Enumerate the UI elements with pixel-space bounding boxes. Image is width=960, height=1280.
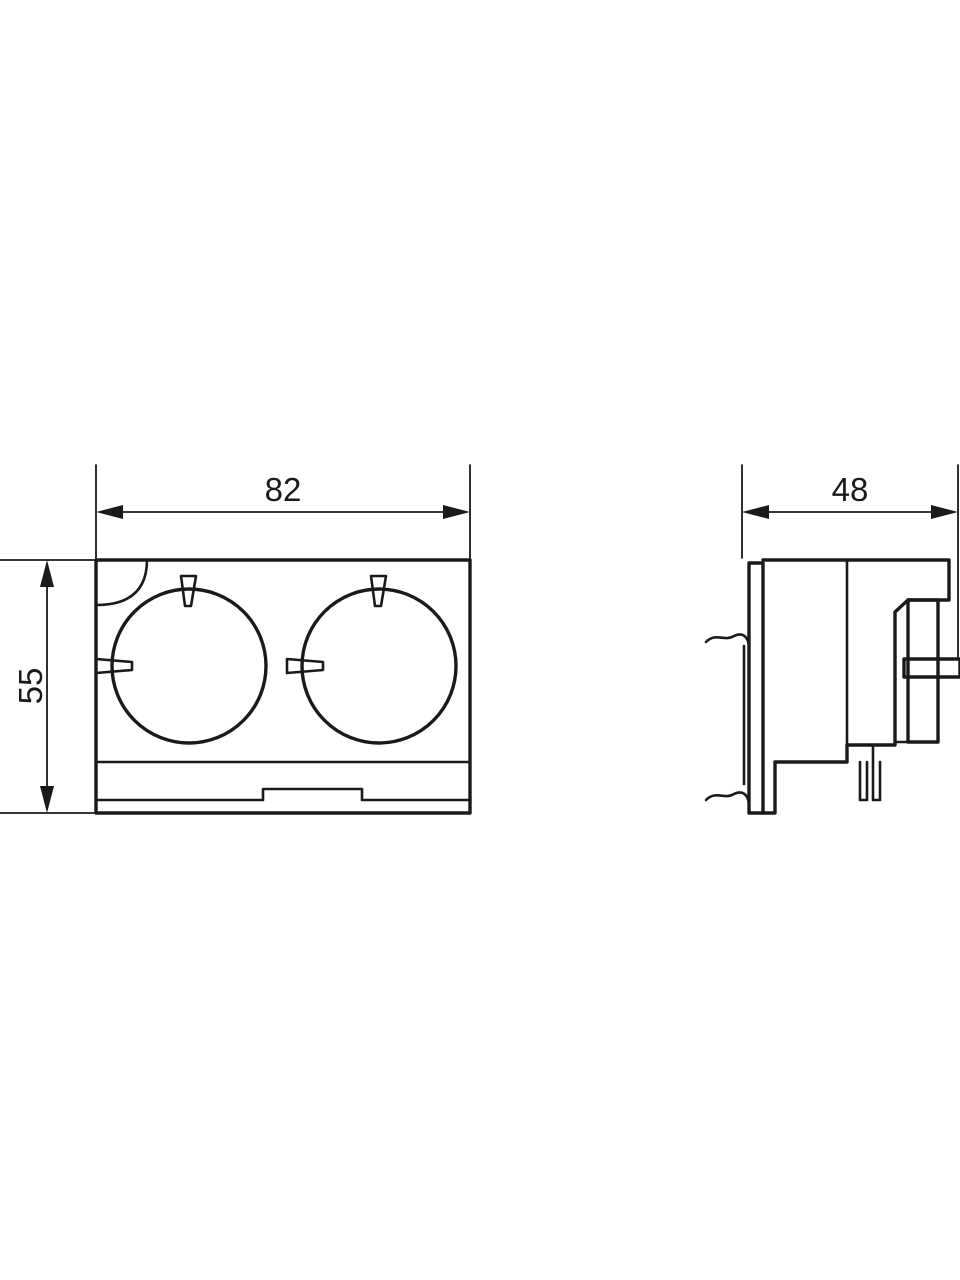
dim-82-label: 82 (265, 471, 302, 508)
front-view: 82 55 (0, 464, 472, 815)
dim-55-arrow-bottom (40, 786, 54, 813)
side-foot-right (871, 743, 882, 802)
dim-55-label: 55 (12, 668, 49, 705)
side-rail-clip-lower (704, 791, 751, 806)
side-knob-shaft (902, 657, 960, 679)
left-side-tab (94, 657, 134, 675)
right-side-tab (285, 657, 325, 675)
corner-arc (94, 558, 149, 607)
front-body-outline (94, 558, 472, 815)
dim-48-arrow-right (931, 505, 958, 519)
dim-48-arrow-left (742, 505, 769, 519)
side-body-outline (761, 558, 951, 815)
side-front-block (906, 598, 940, 744)
side-view: 48 (704, 464, 960, 815)
dim-82-arrow-right (443, 505, 470, 519)
side-rail-clip-upper (704, 633, 751, 702)
right-top-tab (369, 574, 388, 608)
side-foot-left (858, 760, 869, 802)
left-knockout-circle (110, 587, 268, 745)
left-top-tab (179, 574, 198, 608)
dim-55-arrow-top (40, 560, 54, 587)
right-knockout-circle (300, 587, 458, 745)
side-back-plate (747, 561, 765, 815)
dim-48-label: 48 (832, 471, 869, 508)
dim-82-arrow-left (96, 505, 123, 519)
front-rail-notch (94, 787, 472, 802)
